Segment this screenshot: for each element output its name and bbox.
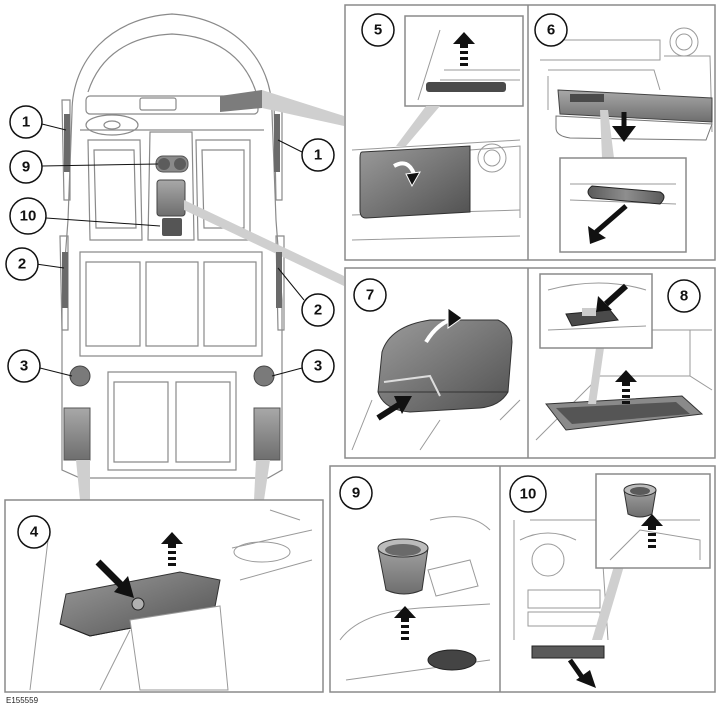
- vehicle-body-outline: [61, 13, 283, 479]
- svg-text:1: 1: [22, 114, 30, 131]
- leader-to-glovebox: [262, 90, 344, 126]
- side-bin-left: [63, 407, 91, 461]
- push-arrow-8: [603, 283, 629, 307]
- panel-5-6: 5 6: [344, 4, 716, 261]
- callout-1-left: 1: [9, 105, 43, 139]
- callout-9: 9: [339, 476, 373, 510]
- windscreen: [87, 33, 257, 93]
- svg-text:10: 10: [520, 486, 537, 503]
- panel-4-cover: [129, 605, 229, 691]
- glovebox-latch-5: [426, 82, 506, 92]
- callout-2-left: 2: [5, 247, 39, 281]
- pull-arrow-6: [594, 204, 628, 234]
- rear-cupholder-right: [253, 365, 275, 387]
- callout-8: 8: [667, 279, 701, 313]
- svg-text:1: 1: [314, 147, 322, 164]
- third-row-seats: [107, 371, 237, 471]
- leader-to-panel-4-right: [254, 460, 270, 500]
- lower-compartment: [162, 218, 182, 236]
- release-handle-6: [587, 185, 665, 205]
- svg-text:5: 5: [374, 22, 382, 39]
- svg-text:2: 2: [314, 302, 322, 319]
- svg-text:2: 2: [18, 256, 26, 273]
- callout-9-plan: 9: [9, 150, 43, 184]
- armrest-compartment: [156, 179, 186, 217]
- push-arrow-7: [376, 401, 402, 421]
- glovebox-open-view: [540, 27, 713, 133]
- callout-3-right: 3: [301, 349, 335, 383]
- svg-text:7: 7: [366, 287, 374, 304]
- panel-4: 4: [4, 499, 324, 693]
- svg-text:9: 9: [22, 159, 30, 176]
- rear-door-pocket-left: [62, 252, 68, 308]
- front-seat-left: [87, 139, 143, 241]
- callout-2-right: 2: [301, 293, 335, 327]
- push-arrow-4: [95, 559, 127, 591]
- callout-4: 4: [17, 515, 51, 549]
- leader-to-panel-4-left: [76, 460, 90, 500]
- rear-door-pocket-right: [276, 252, 282, 308]
- glovebox-lid-5: [359, 145, 471, 219]
- lower-compartment-10: [531, 645, 605, 659]
- front-door-pocket-right: [274, 114, 280, 172]
- inset-8-leader: [588, 348, 604, 404]
- steering-wheel: [85, 114, 139, 136]
- rotate-arrow-5: [393, 161, 416, 175]
- glovebox-highlight: [220, 90, 262, 112]
- callout-7: 7: [353, 278, 387, 312]
- rear-bench: [79, 251, 263, 357]
- callout-10: 10: [509, 475, 547, 513]
- inset-6-leader: [600, 110, 614, 158]
- svg-text:4: 4: [30, 524, 39, 541]
- rear-cupholder-left: [69, 365, 91, 387]
- callout-1-right: 1: [301, 138, 335, 172]
- inset-6: [559, 157, 687, 253]
- center-console: [147, 131, 195, 241]
- panel-7-8: 7 8: [344, 267, 716, 459]
- front-door-pocket-left: [64, 114, 70, 172]
- svg-text:6: 6: [547, 22, 555, 39]
- callout-3-left: 3: [7, 349, 41, 383]
- callout-10-plan: 10: [9, 197, 47, 235]
- panel-9-10: 9 10: [329, 465, 716, 693]
- vehicle-plan: [59, 13, 285, 479]
- callout-6: 6: [534, 13, 568, 47]
- side-bin-right: [253, 407, 281, 461]
- inset-5: [404, 15, 524, 107]
- bin-release-button-4: [131, 597, 145, 611]
- glovebox-release-6: [570, 94, 604, 102]
- svg-text:10: 10: [20, 208, 37, 225]
- svg-text:3: 3: [314, 358, 322, 375]
- leader-to-armrest: [184, 200, 344, 286]
- callout-5: 5: [361, 13, 395, 47]
- svg-text:3: 3: [20, 358, 28, 375]
- figure-code: E155559: [6, 696, 39, 705]
- inset-10-leader: [592, 566, 624, 640]
- inset-5-leader: [396, 106, 440, 146]
- svg-text:9: 9: [352, 485, 360, 502]
- svg-text:8: 8: [680, 288, 688, 305]
